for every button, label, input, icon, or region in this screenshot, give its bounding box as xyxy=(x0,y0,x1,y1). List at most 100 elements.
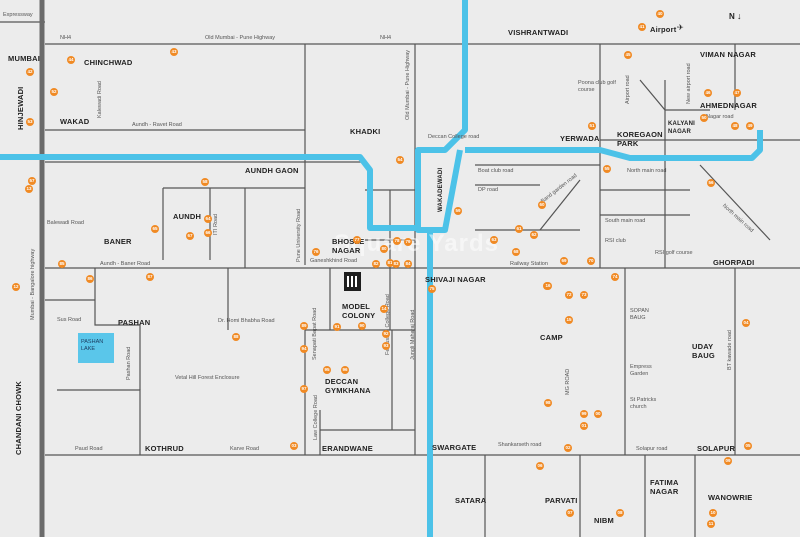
poi-marker: 63 xyxy=(490,236,498,244)
area-label: KALYANI NAGAR xyxy=(668,121,695,135)
airplane-icon: ✈ xyxy=(677,23,684,32)
road-label: Ganeshkhind Road xyxy=(310,258,358,264)
poi-marker: 40 xyxy=(656,10,664,18)
poi-marker: 03 xyxy=(290,442,298,450)
poi-marker: 88 xyxy=(232,333,240,341)
poi-marker: 66 xyxy=(204,229,212,237)
area-label: SHIVAJI NAGAR xyxy=(425,275,486,284)
poi-marker: 09 xyxy=(724,457,732,465)
poi-marker: 06 xyxy=(536,462,544,470)
poi-marker: 58 xyxy=(201,178,209,186)
road-label: Paud Road xyxy=(75,446,103,452)
poi-marker: 60 xyxy=(538,201,546,209)
road-label: Aundh - Ravet Road xyxy=(132,122,182,128)
area-label: VIMAN NAGAR xyxy=(700,50,756,59)
poi-marker: 91 xyxy=(333,323,341,331)
poi-marker: 45 xyxy=(624,51,632,59)
area-label: Airport xyxy=(650,25,677,34)
road-label: Mumbai - Bangalore highway xyxy=(30,248,36,320)
road-label: MG ROAD xyxy=(565,368,571,395)
project-location-icon xyxy=(344,272,361,291)
poi-marker: 97 xyxy=(300,385,308,393)
road-label: RSI golf course xyxy=(655,250,693,256)
area-label: WAKAD xyxy=(60,117,90,126)
road-label: Airport road xyxy=(625,75,631,104)
area-label: ERANDWANE xyxy=(322,444,373,453)
area-label: CHANDANI CHOWK xyxy=(14,380,23,455)
area-label: AUNDH GAON xyxy=(245,166,299,175)
poi-marker: 61 xyxy=(515,225,523,233)
poi-marker: 79 xyxy=(404,238,412,246)
road-label: NH4 xyxy=(60,35,72,41)
road-label: Balewadi Road xyxy=(47,220,84,226)
road-label: ITI Road xyxy=(213,213,219,235)
road-label: Empress Garden xyxy=(630,364,652,377)
poi-marker: 12 xyxy=(12,283,20,291)
area-label: DECCAN GYMKHANA xyxy=(325,377,371,395)
road-label: Vetal Hill Forest Enclosure xyxy=(175,375,240,381)
poi-marker: 10 xyxy=(709,509,717,517)
poi-marker: 75 xyxy=(428,285,436,293)
road-label: Poona club golf course xyxy=(578,80,616,93)
poi-marker: 15 xyxy=(565,316,573,324)
watermark: Square Yards xyxy=(334,230,499,257)
poi-marker: 48 xyxy=(731,122,739,130)
area-label: WAKADEWADI xyxy=(438,167,444,212)
poi-marker: 01 xyxy=(580,422,588,430)
road-label: Dr. Homi Bhabha Road xyxy=(218,318,275,324)
poi-marker: 41 xyxy=(638,23,646,31)
area-label: KOREGAON PARK xyxy=(617,130,663,148)
poi-marker: 96 xyxy=(341,366,349,374)
road-label: Deccan College road xyxy=(428,134,480,140)
poi-marker: 78 xyxy=(393,237,401,245)
poi-marker: 52 xyxy=(50,88,58,96)
area-label: YERWADA xyxy=(560,134,600,143)
poi-marker: 68 xyxy=(512,248,520,256)
poi-marker: 90 xyxy=(358,322,366,330)
poi-marker: 54 xyxy=(396,156,404,164)
poi-marker: 53 xyxy=(26,118,34,126)
poi-marker: 43 xyxy=(170,48,178,56)
poi-marker: 14 xyxy=(380,305,388,313)
area-label: SOLAPUR xyxy=(697,444,736,453)
poi-marker: 16 xyxy=(544,282,552,290)
area-label: AUNDH xyxy=(173,212,202,221)
poi-marker: 87 xyxy=(146,273,154,281)
poi-marker: 46 xyxy=(704,89,712,97)
poi-marker: 02 xyxy=(564,444,572,452)
poi-marker: 11 xyxy=(707,520,715,528)
poi-marker: 42 xyxy=(26,68,34,76)
road-label: Shankarseth road xyxy=(498,442,542,448)
area-label: BANER xyxy=(104,237,132,246)
road-label: Sus Road xyxy=(57,317,82,323)
poi-marker: 69 xyxy=(560,257,568,265)
poi-marker: 94 xyxy=(300,345,308,353)
road-label: Kalewadi Road xyxy=(97,81,103,118)
road-label: Aundh - Baner Road xyxy=(100,261,151,267)
road-label: DP road xyxy=(478,187,499,193)
area-label: KHADKI xyxy=(350,127,381,136)
poi-marker: 64 xyxy=(204,215,212,223)
road-label: Old Mumbai - Pune Highway xyxy=(205,35,276,41)
road-label: New airport road xyxy=(686,63,692,104)
poi-marker: 99 xyxy=(580,410,588,418)
area-label: CHINCHWAD xyxy=(84,58,133,67)
road-label: Pashan Road xyxy=(126,346,132,380)
poi-marker: 77 xyxy=(353,236,361,244)
poi-marker: 50 xyxy=(700,114,708,122)
poi-marker: 83 xyxy=(392,260,400,268)
poi-marker: 89 xyxy=(300,322,308,330)
area-label: PARVATI xyxy=(545,496,578,505)
poi-marker: 04 xyxy=(742,319,750,327)
area-label: SATARA xyxy=(455,496,487,505)
poi-marker: 57 xyxy=(28,177,36,185)
area-label: MODEL COLONY xyxy=(342,302,376,320)
poi-marker: 86 xyxy=(86,275,94,283)
poi-marker: 62 xyxy=(530,231,538,239)
area-label: AHMEDNAGAR xyxy=(700,101,757,110)
road-label: Law College Road xyxy=(313,395,319,440)
poi-marker: 05 xyxy=(744,442,752,450)
road-label: SOPAN BAUG xyxy=(630,308,649,321)
